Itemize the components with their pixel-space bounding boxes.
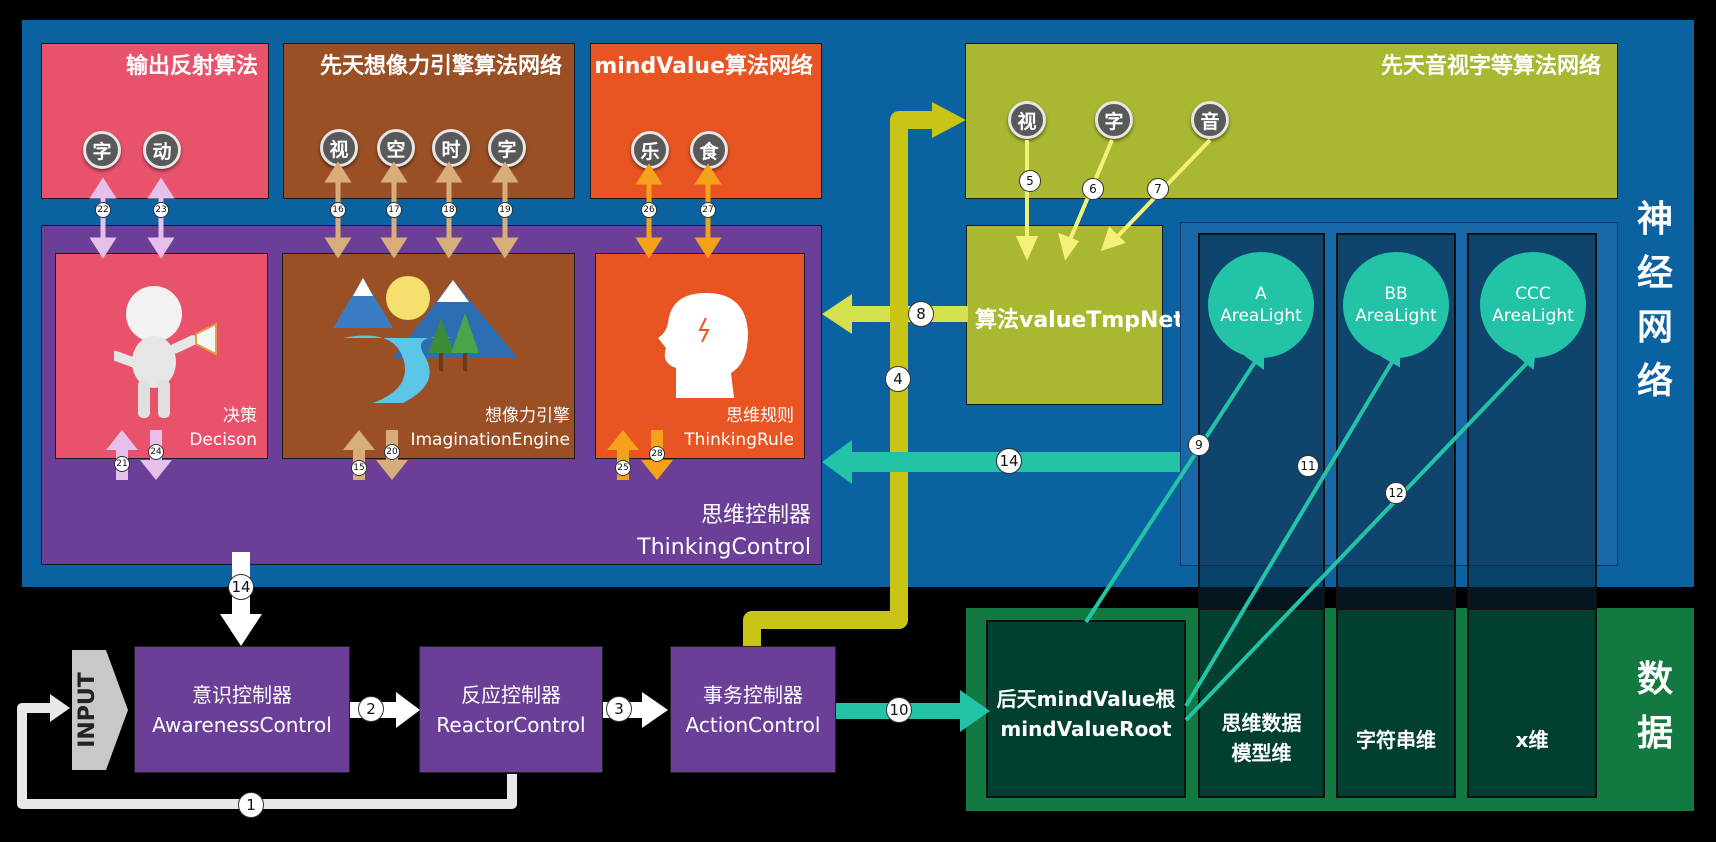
flow-number: 16 bbox=[330, 202, 346, 218]
landscape-icon bbox=[333, 276, 518, 403]
data-label: 数据 bbox=[1636, 659, 1673, 754]
imagination-network-box: 先天想像力引擎算法网络 视 空 时 字 bbox=[283, 43, 575, 199]
flow-number: 2 bbox=[358, 696, 384, 722]
vision-icon: 视 bbox=[1008, 101, 1046, 139]
awareness-en: AwarenessControl bbox=[152, 712, 332, 737]
flow-number: 7 bbox=[1147, 178, 1169, 200]
flow-number: 25 bbox=[615, 460, 631, 476]
reactor-cn: 反应控制器 bbox=[461, 682, 561, 707]
input-arrow bbox=[72, 650, 128, 770]
sound-icon: 音 bbox=[1191, 101, 1229, 139]
flow-number: 22 bbox=[95, 202, 111, 218]
flow-number: 3 bbox=[606, 696, 632, 722]
output-reflex-title: 输出反射算法 bbox=[125, 54, 258, 79]
flow-number: 27 bbox=[700, 202, 716, 218]
awareness-control-box: 意识控制器 AwarenessControl bbox=[134, 646, 350, 773]
mindvalue-network-title: mindValue算法网络 bbox=[594, 54, 813, 79]
text-icon: 字 bbox=[1095, 101, 1133, 139]
flow-number: 24 bbox=[148, 444, 164, 460]
flow-number: 19 bbox=[497, 202, 513, 218]
string-dimension-data: 字符串维 bbox=[1336, 608, 1456, 798]
flow-number: 8 bbox=[908, 301, 934, 327]
flow-number: 26 bbox=[641, 202, 657, 218]
action-control-box: 事务控制器 ActionControl bbox=[670, 646, 836, 773]
flow-number: 10 bbox=[886, 697, 912, 723]
flow-number: 28 bbox=[649, 446, 665, 462]
flow-number: 12 bbox=[1385, 482, 1407, 504]
action-en: ActionControl bbox=[685, 712, 821, 737]
flow-number: 6 bbox=[1082, 178, 1104, 200]
flow-number: 23 bbox=[153, 202, 169, 218]
action-cn: 事务控制器 bbox=[703, 682, 803, 707]
flow-number: 20 bbox=[384, 444, 400, 460]
imagination-network-title: 先天想像力引擎算法网络 bbox=[319, 54, 562, 79]
flow-number: 9 bbox=[1188, 434, 1210, 456]
x-dimension-data: x维 bbox=[1467, 608, 1597, 798]
flow-number: 14 bbox=[228, 574, 254, 600]
motion-icon: 动 bbox=[143, 131, 181, 169]
neural-network-label: 神经 网络 bbox=[1636, 199, 1673, 402]
value-tmp-net-label: 算法valueTmpNet bbox=[975, 308, 1184, 333]
model-dimension-label: 思维数据模型维 bbox=[1221, 711, 1302, 765]
flow-number: 11 bbox=[1297, 455, 1319, 477]
flow-number: 15 bbox=[351, 460, 367, 476]
flow-number: 1 bbox=[238, 792, 264, 818]
thinker-figure-icon bbox=[114, 286, 217, 418]
time-icon: 时 bbox=[432, 129, 470, 167]
sense-network-title: 先天音视字等算法网络 bbox=[1380, 54, 1601, 79]
flow-number: 5 bbox=[1019, 170, 1041, 192]
sense-network-box: 先天音视字等算法网络 视 字 音 bbox=[965, 43, 1618, 199]
joy-icon: 乐 bbox=[631, 131, 669, 169]
awareness-cn: 意识控制器 bbox=[192, 682, 292, 707]
flow-number: 17 bbox=[386, 202, 402, 218]
output-reflex-box: 输出反射算法 字 动 bbox=[41, 43, 269, 199]
reactor-en: ReactorControl bbox=[436, 712, 586, 737]
flow-number-14: 14 bbox=[996, 448, 1022, 474]
flow-number: 4 bbox=[885, 366, 911, 392]
x-dimension-label: x维 bbox=[1515, 728, 1549, 752]
flow-number: 18 bbox=[441, 202, 457, 218]
head-profile-icon bbox=[658, 293, 748, 398]
reactor-control-box: 反应控制器 ReactorControl bbox=[419, 646, 603, 773]
string-dimension-label: 字符串维 bbox=[1356, 728, 1436, 752]
text-icon: 字 bbox=[83, 131, 121, 169]
flow-number: 21 bbox=[114, 456, 130, 472]
